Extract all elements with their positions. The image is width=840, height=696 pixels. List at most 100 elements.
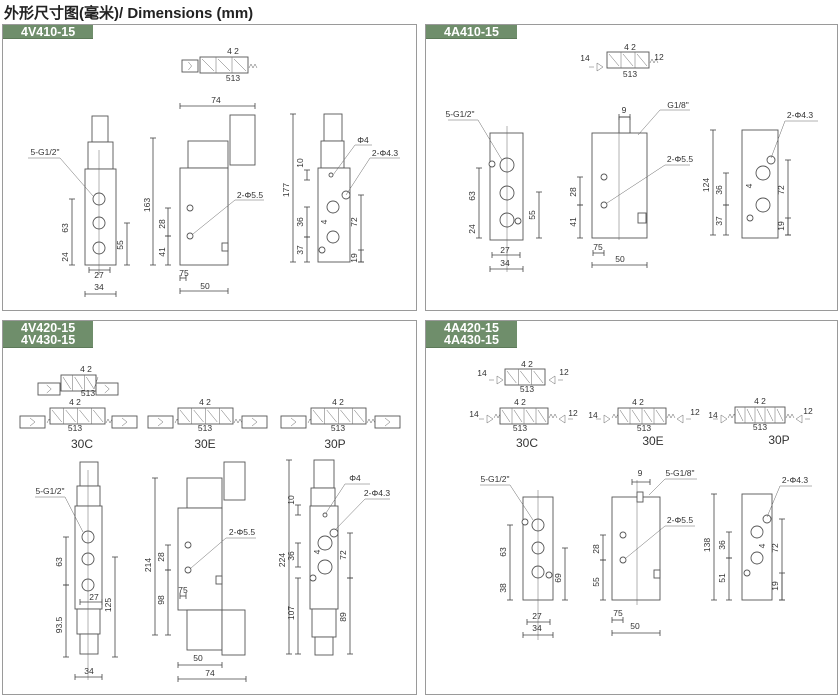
spring-icon [233, 418, 243, 424]
pilot-port [618, 116, 631, 134]
dimension-label: 513 [226, 73, 240, 83]
dimension-label: 2-Φ5.5 [229, 527, 255, 537]
dimension-label: 5-G1/2" [30, 147, 59, 157]
pilot-icon [676, 414, 684, 424]
dimension-label: 107 [286, 606, 296, 620]
panel-4a410: 4A410-15 [425, 24, 838, 311]
mounting-hole [600, 173, 608, 181]
page-title: 外形尺寸图(毫米)/ Dimensions (mm) [4, 5, 254, 22]
solenoid-mark [251, 421, 258, 427]
solenoid-symbol [241, 415, 268, 429]
symbol-arrow [217, 58, 231, 72]
dimension-label: Φ4 [357, 135, 369, 145]
dimension-label: 10 [286, 495, 296, 505]
indicator [637, 212, 647, 224]
coil [87, 141, 114, 170]
coil [310, 487, 336, 507]
solenoid-symbol [111, 415, 138, 429]
coil [76, 485, 101, 507]
mounting-hole [762, 514, 772, 524]
leader-line [325, 483, 346, 514]
symbol-arrow [312, 409, 323, 423]
connector [229, 114, 256, 166]
spring-icon [548, 413, 558, 419]
dimension-label: 50 [200, 281, 210, 291]
dimension-label: 28 [591, 544, 601, 554]
dimension-label: 72 [776, 185, 786, 195]
hole [322, 512, 328, 518]
leader-line [477, 119, 503, 161]
solenoid-mark [157, 421, 164, 427]
pilot-port [636, 491, 644, 503]
leader-line [190, 537, 227, 569]
spring-icon [366, 418, 376, 424]
dimension-label: G1/8" [667, 100, 688, 110]
symbol-arrow [776, 408, 784, 422]
dimension-label: 513 [68, 423, 82, 433]
dimension-label: 4 2 [199, 397, 211, 407]
dimension-label: 14 [580, 53, 590, 63]
symbol-arrow [193, 409, 204, 423]
mounting-hole [619, 556, 627, 564]
dimension-label: 30P [324, 437, 345, 451]
valve-body [611, 496, 661, 601]
symbol-arrow [354, 409, 365, 423]
dimension-label: 28 [156, 552, 166, 562]
leader-line [334, 498, 366, 531]
coil [311, 608, 337, 638]
leader-line [770, 120, 786, 159]
dimension-label: 28 [157, 219, 167, 229]
symbol-arrow [86, 376, 95, 390]
coil [186, 609, 223, 651]
pilot-icon [596, 62, 604, 72]
dimension-label: 41 [157, 247, 167, 257]
symbol-arrow [501, 409, 511, 423]
symbol-arrow [766, 408, 774, 422]
dimension-label: 37 [714, 216, 724, 226]
indicator [221, 242, 229, 252]
solenoid-mark [290, 417, 297, 423]
pilot-icon [558, 414, 566, 424]
mounting-hole [746, 214, 754, 222]
solenoid-mark [188, 65, 192, 71]
leader-line [625, 525, 666, 559]
dimension-label: 55 [591, 577, 601, 587]
port-hole [750, 551, 764, 565]
dimension-label: 513 [513, 423, 527, 433]
leader-line [345, 157, 371, 196]
dimension-label: 4 2 [624, 42, 636, 52]
mounting-hole [766, 155, 776, 165]
solenoid-mark [290, 421, 297, 427]
mounting-hole [184, 566, 192, 574]
leader-line [332, 144, 356, 176]
dimension-label: 75 [179, 268, 189, 278]
dimension-label: 4 2 [521, 359, 533, 369]
symbol-arrow [221, 409, 232, 423]
dimension-label: 19 [776, 221, 786, 231]
manual-knob [323, 113, 343, 142]
valve-body [309, 505, 339, 610]
symbol-arrow [655, 409, 665, 423]
dimension-label: 513 [623, 69, 637, 79]
dimension-label: 63 [54, 557, 64, 567]
panel-header: 4V410-15 [3, 25, 93, 39]
dimension-label: 5-G1/8" [665, 468, 694, 478]
port-hole [755, 165, 771, 181]
dimension-label: 75 [613, 608, 623, 618]
pilot-icon [720, 414, 728, 424]
solenoid-mark [157, 417, 164, 423]
dimension-label: 55 [527, 210, 537, 220]
pilot-icon [548, 375, 556, 385]
symbol-arrow [65, 409, 76, 423]
solenoid-mark [251, 417, 258, 423]
dimension-label: 14 [708, 410, 718, 420]
solenoid-mark [29, 417, 36, 423]
leader-line [606, 164, 666, 204]
dimension-label: 89 [338, 612, 348, 622]
coil [76, 608, 101, 635]
symbol-arrow [643, 409, 653, 423]
dimension-label: 50 [193, 653, 203, 663]
